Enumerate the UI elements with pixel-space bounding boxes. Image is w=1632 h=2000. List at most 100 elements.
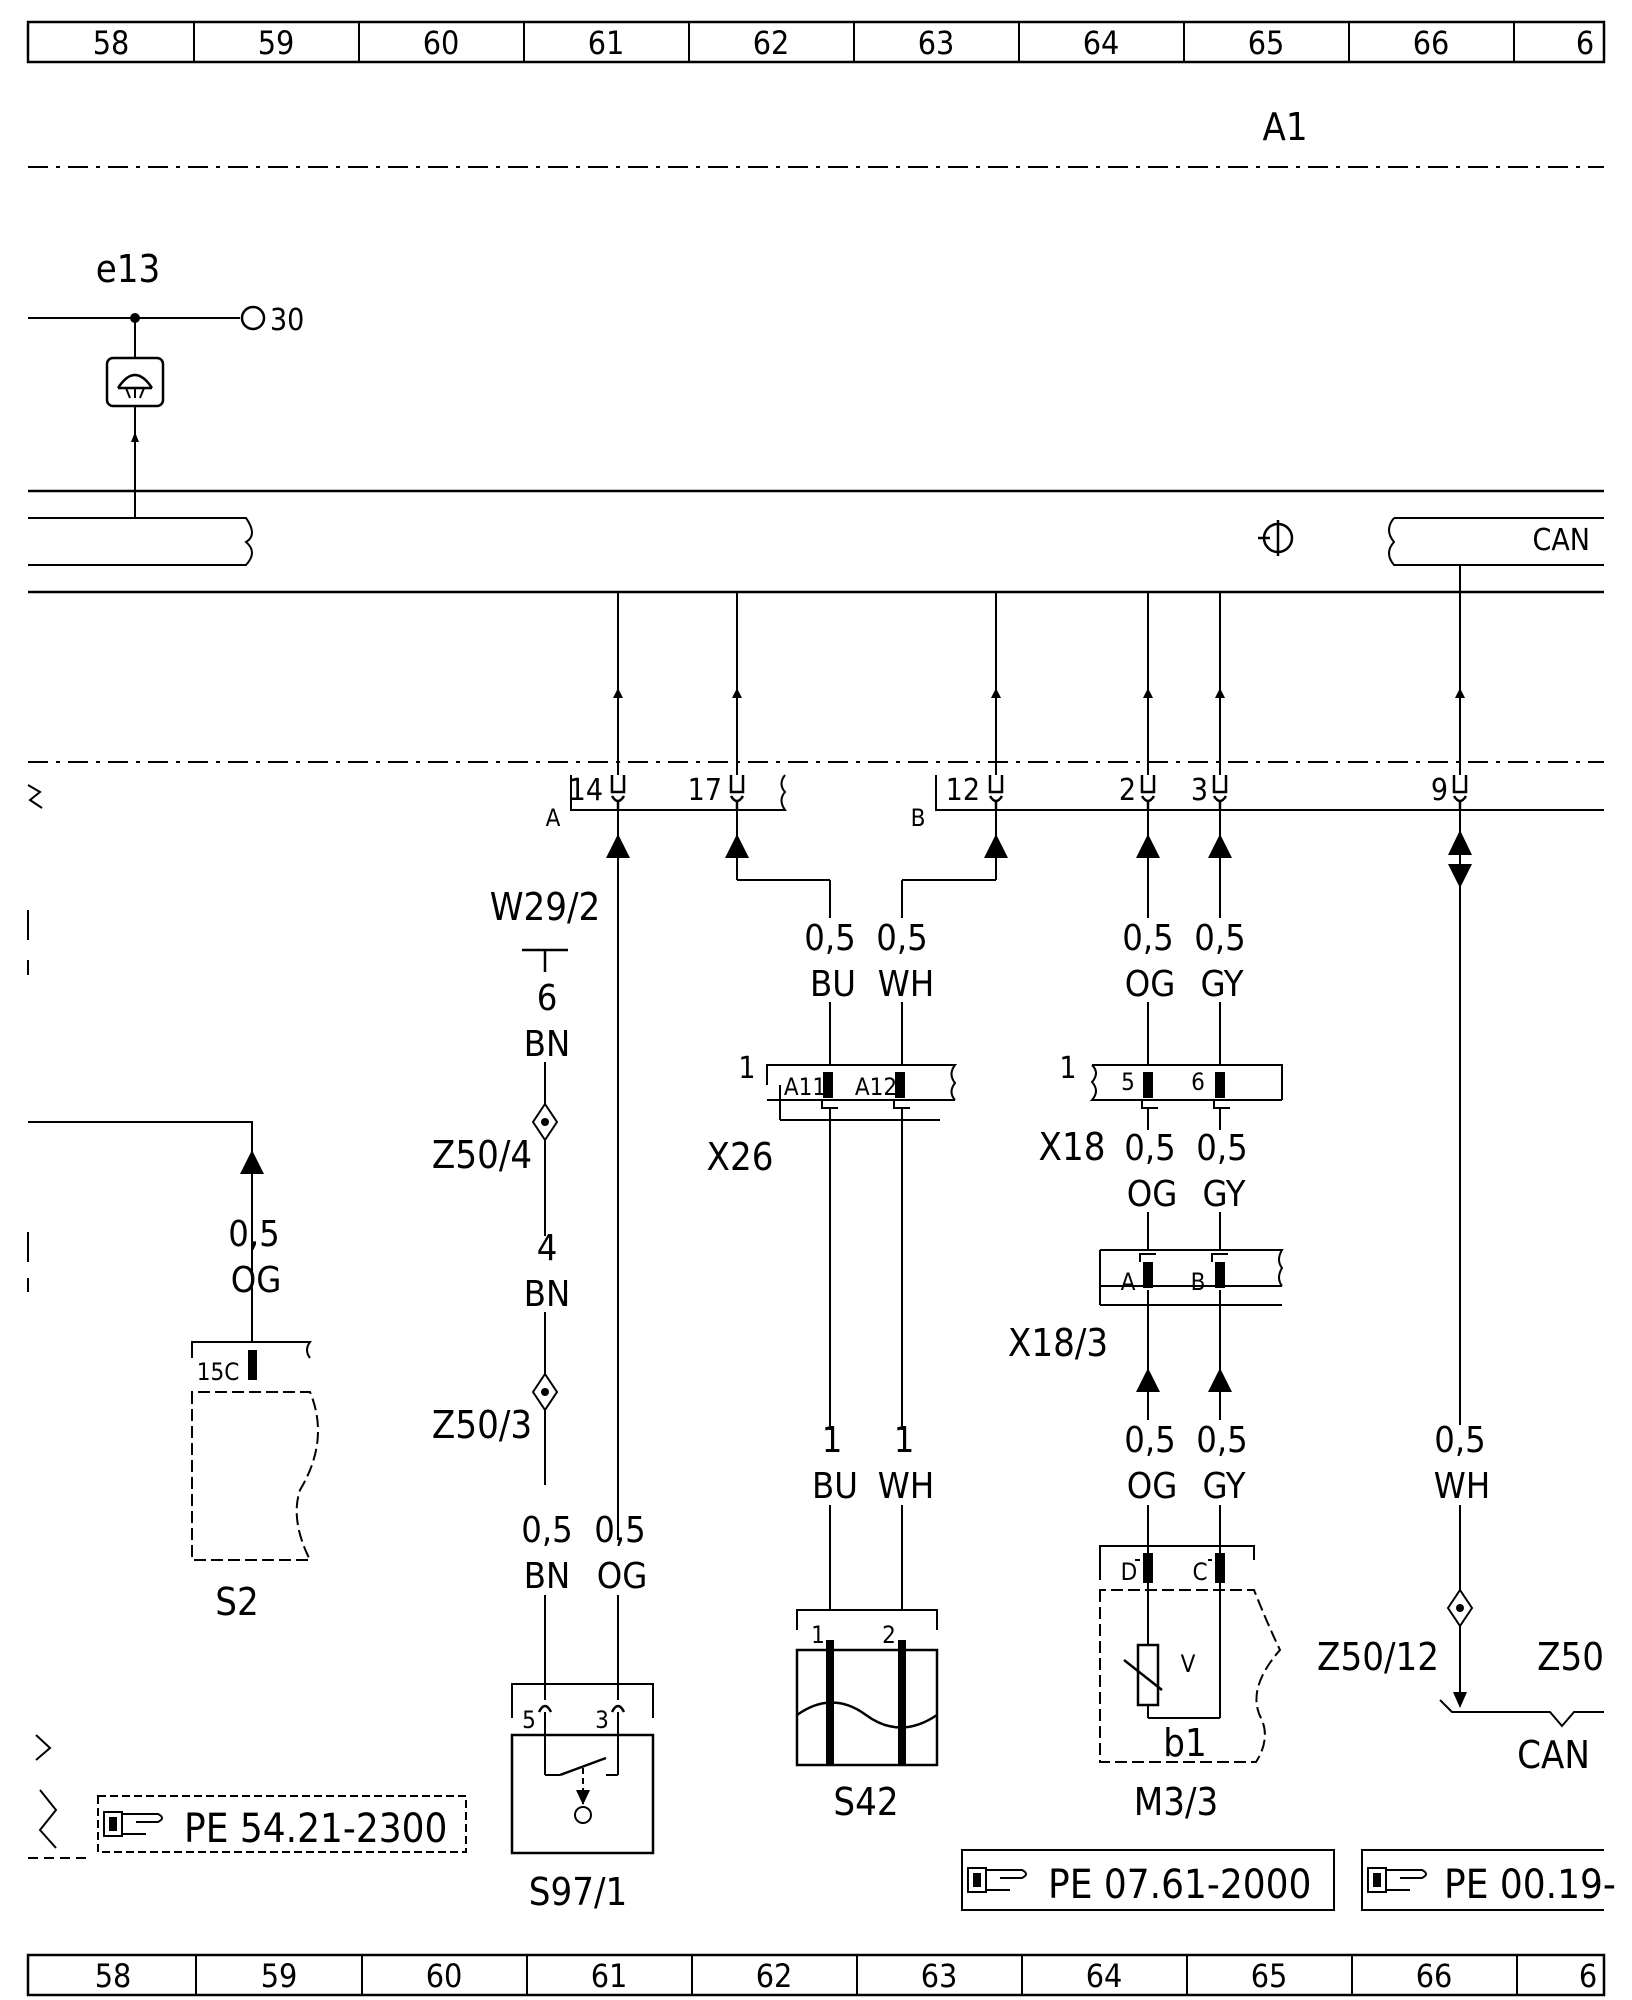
module-a1-label: A1 bbox=[1262, 105, 1307, 149]
pointing-hand-icon bbox=[967, 1867, 1027, 1893]
reference-box-1: PE 54.21-2300 bbox=[97, 1795, 467, 1853]
x18-wire-6-color: GY bbox=[1202, 1174, 1245, 1215]
s97-1-component bbox=[510, 1683, 655, 1855]
pin-2-label: 2 bbox=[1119, 773, 1136, 808]
terminal-30-label: 30 bbox=[270, 303, 304, 338]
wire-17-color: BU bbox=[810, 964, 856, 1005]
bottom-ruler-cell-62: 62 bbox=[756, 1957, 793, 1995]
wire-12-color: WH bbox=[878, 964, 934, 1005]
bottom-ruler-cell-64: 64 bbox=[1086, 1957, 1123, 1995]
bottom-ruler-cell-61: 61 bbox=[591, 1957, 628, 1995]
bottom-ruler-cell-58: 58 bbox=[95, 1957, 132, 1995]
z50-12-label: Z50/12 bbox=[1317, 1635, 1439, 1679]
x18-3-pin-b: B bbox=[1191, 1268, 1206, 1296]
ground-shield-icon bbox=[1258, 520, 1294, 556]
x18-3-pin-a: A bbox=[1121, 1268, 1136, 1296]
z50-partial-label: Z50 bbox=[1537, 1635, 1604, 1679]
pin-3-label: 3 bbox=[1191, 773, 1208, 808]
m3-3-component bbox=[1099, 1545, 1282, 1763]
s97-pin-5: 5 bbox=[522, 1706, 536, 1734]
top-ruler-cell-65: 65 bbox=[1248, 24, 1285, 62]
s2-wire-size: 0,5 bbox=[228, 1214, 280, 1255]
x18-wire-6-size: 0,5 bbox=[1196, 1128, 1248, 1169]
wire-3-size: 0,5 bbox=[1194, 918, 1246, 959]
s42-label: S42 bbox=[833, 1780, 898, 1824]
reference-box-2: PE 07.61-2000 bbox=[961, 1849, 1335, 1911]
connector-b-label: B bbox=[911, 804, 926, 832]
can-wire-size: 0,5 bbox=[1434, 1420, 1486, 1461]
z50-3-splice-icon bbox=[531, 1372, 559, 1412]
w29-wire-4-color: BN bbox=[524, 1274, 570, 1315]
x18-wire-5-size: 0,5 bbox=[1124, 1128, 1176, 1169]
s42-pin-2: 2 bbox=[882, 1621, 896, 1649]
top-ruler-cell-63: 63 bbox=[918, 24, 955, 62]
top-ruler-cell-61: 61 bbox=[588, 24, 625, 62]
m3-3-label: M3/3 bbox=[1134, 1780, 1219, 1824]
m3-wire-d-size: 0,5 bbox=[1124, 1420, 1176, 1461]
top-ruler-cell-59: 59 bbox=[258, 24, 295, 62]
w29-2-label: W29/2 bbox=[490, 885, 601, 929]
s42-pin-1: 1 bbox=[811, 1621, 825, 1649]
x18-wire-5-color: OG bbox=[1127, 1174, 1178, 1215]
wire-3-color: GY bbox=[1200, 964, 1243, 1005]
s97-wire-3-color: OG bbox=[597, 1556, 648, 1597]
s97-1-label: S97/1 bbox=[529, 1870, 627, 1914]
m3-wire-c-size: 0,5 bbox=[1196, 1420, 1248, 1461]
x18-3-label: X18/3 bbox=[1008, 1321, 1108, 1365]
wire-17-size: 0,5 bbox=[804, 918, 856, 959]
z50-3-label: Z50/3 bbox=[432, 1403, 532, 1447]
s42-component bbox=[795, 1609, 939, 1767]
top-ruler-cell-60: 60 bbox=[423, 24, 460, 62]
bottom-grid-ruler: 58 59 60 61 62 63 64 65 66 6 bbox=[26, 1953, 1606, 1997]
z50-12-splice-icon bbox=[1446, 1588, 1474, 1628]
top-ruler-cell-62: 62 bbox=[753, 24, 790, 62]
x26-pin-a12: A12 bbox=[855, 1073, 897, 1101]
top-grid-ruler: 58 59 60 61 62 63 64 65 66 6 bbox=[26, 20, 1606, 64]
m3-3-v-symbol: V bbox=[1181, 1650, 1196, 1678]
m3-wire-c-color: GY bbox=[1202, 1466, 1245, 1507]
pin-9-label: 9 bbox=[1431, 773, 1448, 808]
x18-pin-6: 6 bbox=[1191, 1068, 1205, 1096]
x18-label: X18 bbox=[1039, 1125, 1106, 1169]
bottom-ruler-cell-63: 63 bbox=[921, 1957, 958, 1995]
s2-wire-color: OG bbox=[231, 1260, 282, 1301]
top-ruler-cell-64: 64 bbox=[1083, 24, 1120, 62]
w29-wire-6-color: BN bbox=[524, 1024, 570, 1065]
bottom-ruler-cell-67-partial: 6 bbox=[1579, 1957, 1597, 1995]
e13-label: e13 bbox=[96, 247, 161, 291]
top-ruler-cell-58: 58 bbox=[93, 24, 130, 62]
windscreen-washer-icon bbox=[105, 356, 165, 408]
s97-wire-5-color: BN bbox=[524, 1556, 570, 1597]
terminal-30-circle bbox=[240, 305, 266, 331]
s2-pin-15c: 15C bbox=[197, 1358, 240, 1386]
connector-a-label: A bbox=[546, 804, 561, 832]
x18-index: 1 bbox=[1059, 1051, 1076, 1086]
b1-sensor-label: b1 bbox=[1163, 1721, 1206, 1765]
bottom-ruler-cell-60: 60 bbox=[426, 1957, 463, 1995]
reference-text-1: PE 54.21-2300 bbox=[184, 1806, 447, 1852]
z50-4-label: Z50/4 bbox=[432, 1133, 532, 1177]
w29-wire-6-size: 6 bbox=[537, 978, 558, 1019]
wire-2-color: OG bbox=[1125, 964, 1176, 1005]
s97-wire-5-size: 0,5 bbox=[521, 1510, 573, 1551]
x26-index: 1 bbox=[738, 1051, 755, 1086]
pointing-hand-icon bbox=[1367, 1867, 1427, 1893]
reference-box-3: PE 00.19- bbox=[1361, 1849, 1616, 1911]
s2-label: S2 bbox=[215, 1580, 258, 1624]
can-label-bottom: CAN bbox=[1517, 1733, 1590, 1777]
bottom-ruler-cell-65: 65 bbox=[1251, 1957, 1288, 1995]
pointing-hand-icon bbox=[103, 1811, 163, 1837]
s42-wire-1-color: BU bbox=[812, 1466, 858, 1507]
pin-12-label: 12 bbox=[946, 773, 980, 808]
x26-label: X26 bbox=[707, 1135, 774, 1179]
m3-3-pin-c: C bbox=[1192, 1558, 1207, 1586]
top-ruler-cell-66: 66 bbox=[1413, 24, 1450, 62]
m3-wire-d-color: OG bbox=[1127, 1466, 1178, 1507]
x18-pin-5: 5 bbox=[1121, 1068, 1135, 1096]
s42-wire-2-color: WH bbox=[878, 1466, 934, 1507]
z50-4-splice-icon bbox=[531, 1102, 559, 1142]
wire-12-size: 0,5 bbox=[876, 918, 928, 959]
s42-wire-1-size: 1 bbox=[822, 1420, 843, 1461]
bottom-ruler-cell-66: 66 bbox=[1416, 1957, 1453, 1995]
